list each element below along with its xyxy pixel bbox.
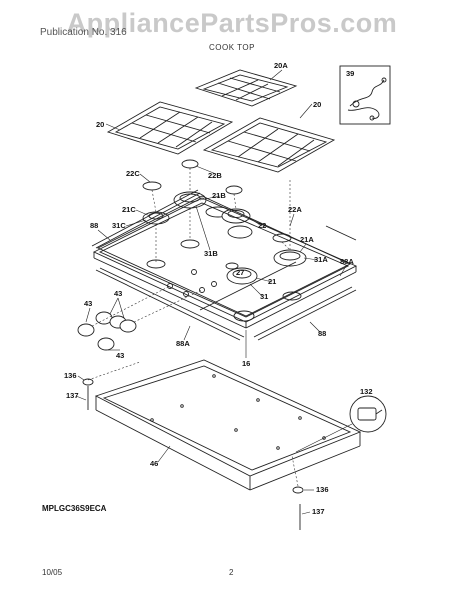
footer-page-number: 2 bbox=[229, 568, 234, 577]
callout-31b: 31B bbox=[204, 249, 218, 258]
page-title: COOK TOP bbox=[209, 43, 255, 52]
callout-31: 31 bbox=[260, 292, 268, 301]
callout-137-left: 137 bbox=[66, 391, 79, 400]
leader-lines bbox=[75, 69, 347, 515]
callout-88a-right: 88A bbox=[340, 257, 354, 266]
callout-136-left: 136 bbox=[64, 371, 77, 380]
burner-heads bbox=[142, 191, 307, 285]
watermark: AppliancePartsPros.com bbox=[66, 8, 398, 38]
callout-20a: 20A bbox=[274, 61, 288, 70]
publication-header: Publication No. 316 bbox=[40, 27, 127, 38]
callout-137-right: 137 bbox=[312, 507, 325, 516]
callout-20-left: 20 bbox=[96, 120, 104, 129]
callout-88a-bottom: 88A bbox=[176, 339, 190, 348]
callout-21b: 21B bbox=[212, 191, 226, 200]
callout-22b: 22B bbox=[208, 171, 222, 180]
callout-31c: 31C bbox=[112, 221, 126, 230]
callout-27: 27 bbox=[236, 268, 244, 277]
callout-43-left: 43 bbox=[84, 299, 92, 308]
callout-88-top: 88 bbox=[90, 221, 98, 230]
callout-46: 46 bbox=[150, 459, 158, 468]
footer-date: 10/05 bbox=[42, 568, 63, 577]
callout-88-bottom: 88 bbox=[318, 329, 326, 338]
spark-module-132 bbox=[295, 395, 387, 453]
callout-22: 22 bbox=[258, 221, 266, 230]
igniter-right bbox=[291, 455, 304, 530]
callout-21a: 21A bbox=[300, 235, 314, 244]
callout-136-right: 136 bbox=[316, 485, 329, 494]
callout-39: 39 bbox=[346, 69, 354, 78]
callout-labels: 20A 39 20 20 22C 22B 21C 21B 22A 88 31C … bbox=[64, 61, 373, 516]
callout-21c: 21C bbox=[122, 205, 136, 214]
grate-20-right bbox=[202, 117, 336, 173]
callout-20-right: 20 bbox=[313, 100, 321, 109]
burner-box-46 bbox=[94, 359, 362, 491]
cooktop-top-plate bbox=[92, 195, 358, 329]
callout-31a: 31A bbox=[314, 255, 328, 264]
callout-22c: 22C bbox=[126, 169, 140, 178]
grate-20a bbox=[194, 69, 298, 107]
callout-21: 21 bbox=[268, 277, 276, 286]
wire-harness-39 bbox=[339, 65, 391, 125]
callout-43-bottom: 43 bbox=[116, 351, 124, 360]
model-number: MPLGC36S9ECA bbox=[42, 504, 107, 513]
callout-16: 16 bbox=[242, 359, 250, 368]
grate-20-left bbox=[106, 101, 234, 155]
callout-22a: 22A bbox=[288, 205, 302, 214]
igniter-left bbox=[82, 361, 141, 410]
control-knobs-43 bbox=[77, 285, 203, 351]
callout-132: 132 bbox=[360, 387, 373, 396]
assembly-drop-lines bbox=[151, 168, 291, 262]
trim-strips bbox=[91, 189, 357, 341]
callout-43-top: 43 bbox=[114, 289, 122, 298]
